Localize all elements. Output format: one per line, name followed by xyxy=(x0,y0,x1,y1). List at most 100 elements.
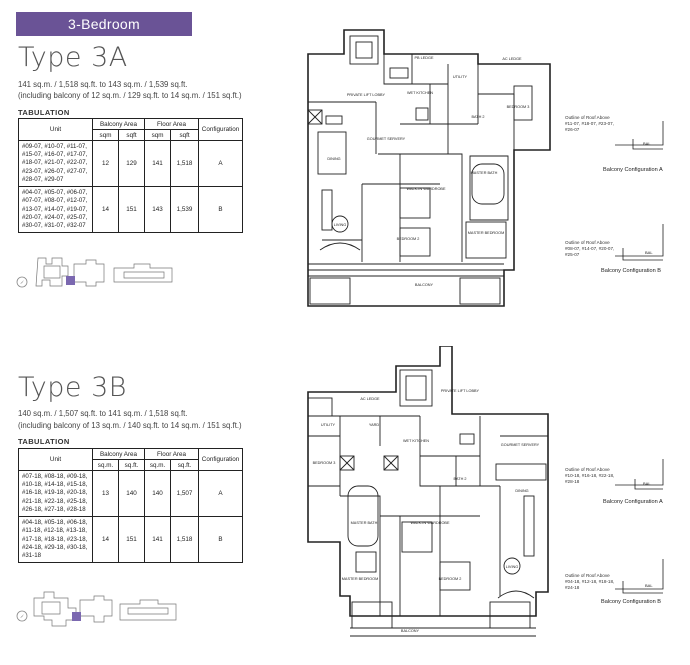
col-unit: Unit xyxy=(18,118,93,141)
area-line-balcony: (including balcony of 12 sq.m. / 129 sq.… xyxy=(18,91,242,100)
floor-plan-3b: AC LEDGE PRIVATE LIFT LOBBY UTILITY YARD… xyxy=(300,345,554,662)
table-row: #09-07, #10-07, #11-07, #15-07, #16-07, … xyxy=(18,139,244,188)
label-bath2: BATH 2 xyxy=(453,477,466,481)
label-private-lift-lobby: PRIVATE LIFT LOBBY xyxy=(441,389,480,393)
roof-outline-note: Outline of Roof Above #08-07, #14-07, #2… xyxy=(565,240,615,257)
label-bedroom3: BEDROOM 3 xyxy=(507,105,530,109)
label-living: LIVING xyxy=(334,223,346,227)
col-sqm: sq.m. xyxy=(144,459,172,471)
col-configuration: Configuration xyxy=(198,448,244,471)
unit-list: #09-07, #10-07, #11-07, #15-07, #16-07, … xyxy=(18,139,93,188)
label-master-bedroom: MASTER BEDROOM xyxy=(468,231,505,235)
label-walkin-wardrobe: WALK-IN WARDROBE xyxy=(411,521,450,525)
label-gourmet-servery: GOURMET SERVERY xyxy=(367,137,406,141)
area-line: 140 sq.m. / 1,507 sq.ft. to 141 sq.m. / … xyxy=(18,409,188,418)
unit-list: #07-18, #08-18, #09-18, #10-18, #14-18, … xyxy=(18,469,93,518)
highlighted-unit xyxy=(66,276,75,285)
label-living: LIVING xyxy=(506,565,518,569)
col-sqm: sqm xyxy=(144,129,172,141)
label-utility: UTILITY xyxy=(321,423,336,427)
bal-label: BAL xyxy=(643,481,651,486)
label-balcony: BALCONY xyxy=(401,629,420,633)
col-sqm: sq.m. xyxy=(92,459,119,471)
label-pb-ledge: PB LEDGE xyxy=(415,56,434,60)
unit-type-title: Type 3A xyxy=(18,42,128,73)
balcony-config-a: Outline of Roof Above #10-18, #16-18, #2… xyxy=(565,455,675,520)
balcony-config-b: Outline of Roof Above #04-18, #12-18, #1… xyxy=(565,555,675,615)
roof-outline-note: Outline of Roof Above #11-07, #18-07, #2… xyxy=(565,115,614,132)
floor-sqm: 141 xyxy=(144,516,172,564)
section-banner: 3-Bedroom xyxy=(16,12,192,36)
col-balcony-area: Balcony Area xyxy=(91,118,146,130)
table-row: #04-18, #05-18, #06-18, #11-18, #12-18, … xyxy=(18,516,244,564)
balcony-sqm: 14 xyxy=(92,516,119,564)
col-floor-area: Floor Area xyxy=(144,448,200,460)
area-line: 141 sq.m. / 1,518 sq.ft. to 143 sq.m. / … xyxy=(18,80,188,89)
label-balcony: BALCONY xyxy=(415,283,434,287)
label-gourmet-servery: GOURMET SERVERY xyxy=(501,443,540,447)
col-balcony-area: Balcony Area xyxy=(91,448,146,460)
label-dining: DINING xyxy=(327,157,340,161)
label-ac-ledge: AC LEDGE xyxy=(502,57,522,61)
label-master-bath: MASTER BATH xyxy=(471,171,498,175)
floor-sqm: 140 xyxy=(144,469,172,518)
label-bedroom2: BEDROOM 2 xyxy=(397,237,420,241)
key-plan-3a xyxy=(16,257,173,288)
config-name: Balcony Configuration B xyxy=(601,599,662,605)
label-dining: DINING xyxy=(515,489,528,493)
key-plan-3b xyxy=(16,591,177,627)
north-arrow-icon xyxy=(16,276,28,288)
floor-plan-3a: PB LEDGE PRIVATE LIFT LOBBY WET KITCHEN … xyxy=(300,24,554,336)
balcony-sqft: 151 xyxy=(117,186,146,234)
col-floor-area: Floor Area xyxy=(144,118,200,130)
balcony-sqm: 13 xyxy=(92,469,119,518)
tabulation-label: TABULATION xyxy=(18,108,70,117)
label-ac-ledge: AC LEDGE xyxy=(360,397,380,401)
north-arrow-icon xyxy=(16,610,28,622)
roof-outline-note: Outline of Roof Above #04-18, #12-18, #1… xyxy=(565,573,615,590)
bal-label: BAL xyxy=(643,141,651,146)
bal-label: BAL xyxy=(645,250,653,255)
unit-list: #04-07, #05-07, #06-07, #07-07, #08-07, … xyxy=(18,186,93,234)
configuration: A xyxy=(198,139,244,188)
col-sqft: sq.ft. xyxy=(170,459,200,471)
col-sqft: sq.ft. xyxy=(117,459,146,471)
bal-label: BAL xyxy=(645,583,653,588)
balcony-sqft: 151 xyxy=(117,516,146,564)
tabulation-table: Unit Balcony Area Floor Area Configurati… xyxy=(18,118,244,234)
balcony-sqft: 129 xyxy=(117,139,146,188)
label-wet-kitchen: WET KITCHEN xyxy=(403,439,429,443)
label-utility: UTILITY xyxy=(453,75,468,79)
floor-sqft: 1,518 xyxy=(170,139,200,188)
label-master-bedroom: MASTER BEDROOM xyxy=(342,577,379,581)
balcony-config-a: Outline of Roof Above #11-07, #18-07, #2… xyxy=(565,115,675,180)
col-sqft: sqft xyxy=(170,129,200,141)
col-sqft: sqft xyxy=(117,129,146,141)
col-unit: Unit xyxy=(18,448,93,471)
config-name: Balcony Configuration B xyxy=(601,268,662,274)
area-line-balcony: (including balcony of 13 sq.m. / 140 sq.… xyxy=(18,421,242,430)
floor-sqft: 1,507 xyxy=(170,469,200,518)
configuration: A xyxy=(198,469,244,518)
floor-sqft: 1,518 xyxy=(170,516,200,564)
floor-sqm: 141 xyxy=(144,139,172,188)
roof-outline-note: Outline of Roof Above #10-18, #16-18, #2… xyxy=(565,467,615,484)
tabulation-table: Unit Balcony Area Floor Area Configurati… xyxy=(18,448,244,564)
balcony-sqm: 12 xyxy=(92,139,119,188)
label-master-bath: MASTER BATH xyxy=(351,521,378,525)
col-configuration: Configuration xyxy=(198,118,244,141)
unit-type-title: Type 3B xyxy=(18,372,127,403)
balcony-config-b: Outline of Roof Above #08-07, #14-07, #2… xyxy=(565,220,675,280)
configuration: B xyxy=(198,516,244,564)
floor-sqm: 143 xyxy=(144,186,172,234)
configuration: B xyxy=(198,186,244,234)
label-bath2: BATH 2 xyxy=(471,115,484,119)
label-bedroom2: BEDROOM 2 xyxy=(439,577,462,581)
label-wet-kitchen: WET KITCHEN xyxy=(407,91,433,95)
label-yard: YARD xyxy=(369,423,380,427)
col-sqm: sqm xyxy=(92,129,119,141)
label-bedroom3: BEDROOM 3 xyxy=(313,461,336,465)
label-walkin-wardrobe: WALK-IN WARDROBE xyxy=(407,187,446,191)
unit-list: #04-18, #05-18, #06-18, #11-18, #12-18, … xyxy=(18,516,93,564)
balcony-sqft: 140 xyxy=(117,469,146,518)
